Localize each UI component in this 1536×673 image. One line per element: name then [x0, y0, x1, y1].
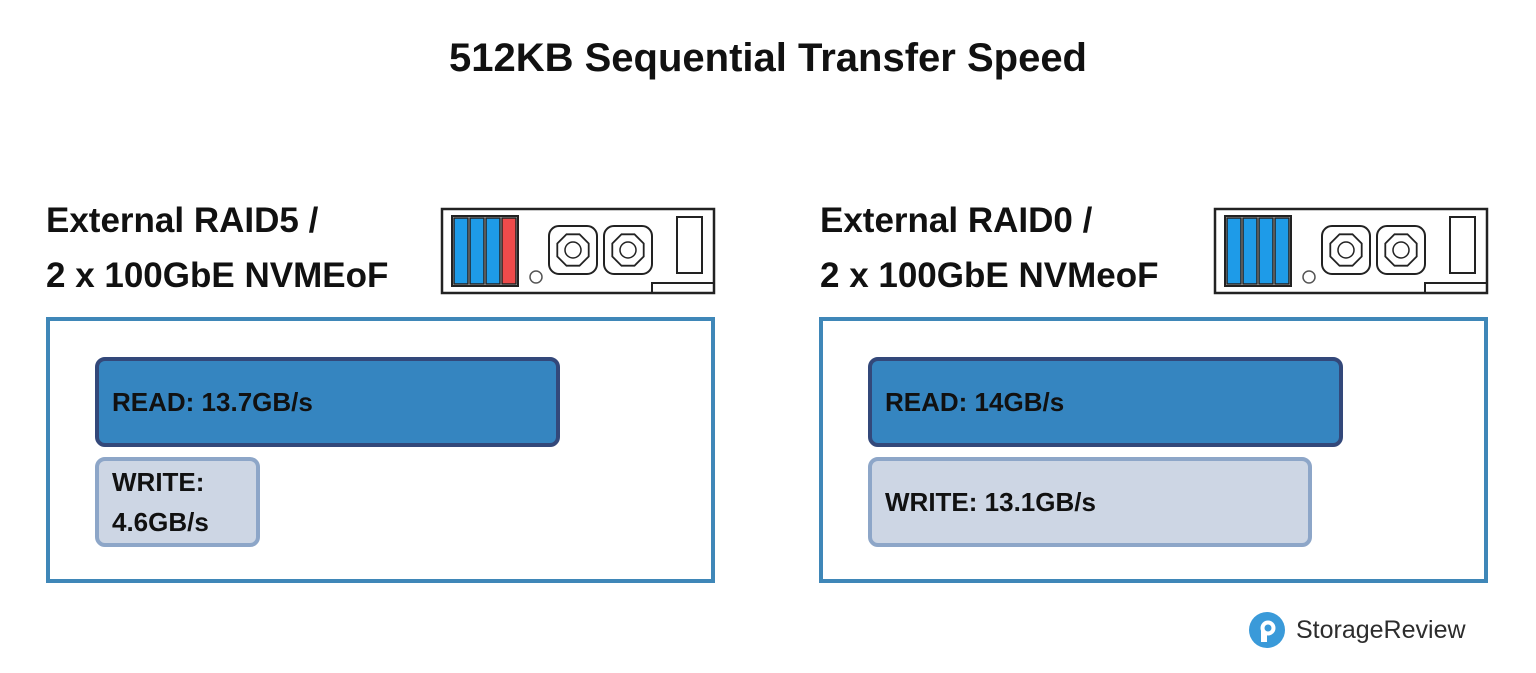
psu-slot	[1449, 216, 1476, 274]
drive-slot	[501, 217, 517, 285]
heading-line: 2 x 100GbE NVMEoF	[46, 256, 389, 295]
chassis-tab	[1424, 282, 1487, 293]
heading-line: 2 x 100GbE NVMeoF	[820, 256, 1159, 295]
drive-slot	[1258, 217, 1274, 285]
storagereview-logo-icon	[1249, 612, 1285, 648]
bar-label-line: WRITE:	[112, 467, 205, 497]
drive-slot	[485, 217, 501, 285]
bar-label: WRITE: 13.1GB/s	[885, 482, 1096, 522]
bar-label: WRITE: 4.6GB/s	[112, 462, 209, 542]
bar-label: READ: 14GB/s	[885, 382, 1064, 422]
panel-heading-raid5: External RAID5 / 2 x 100GbE NVMEoF	[46, 193, 388, 303]
psu-slot	[676, 216, 703, 274]
read-bar: READ: 13.7GB/s	[95, 357, 560, 447]
bar-label-line: READ: 14GB/s	[885, 387, 1065, 417]
panel-heading-raid0: External RAID0 / 2 x 100GbE NVMeoF	[820, 193, 1158, 303]
drive-slot	[469, 217, 485, 285]
fan-hub	[619, 241, 637, 259]
write-bar: WRITE: 13.1GB/s	[868, 457, 1312, 547]
fan-hub	[564, 241, 582, 259]
bar-label-line: 4.6GB/s	[112, 507, 209, 537]
write-bar: WRITE: 4.6GB/s	[95, 457, 260, 547]
status-led-icon	[529, 270, 543, 284]
bar-label-line: WRITE: 13.1GB/s	[885, 487, 1096, 517]
heading-line: External RAID5 /	[46, 201, 319, 240]
drive-slot	[453, 217, 469, 285]
fan-hub	[1337, 241, 1355, 259]
brand-name: StorageReview	[1296, 615, 1466, 644]
status-led-icon	[1302, 270, 1316, 284]
bar-label: READ: 13.7GB/s	[112, 382, 313, 422]
heading-line: External RAID0 /	[820, 201, 1093, 240]
drive-array-icon	[440, 207, 716, 295]
fan-hub	[1392, 241, 1410, 259]
drive-array-icon	[1213, 207, 1489, 295]
read-bar: READ: 14GB/s	[868, 357, 1343, 447]
drive-slot	[1226, 217, 1242, 285]
brand-logo: StorageReview	[1248, 611, 1466, 649]
chassis-tab	[651, 282, 714, 293]
drive-slot	[1242, 217, 1258, 285]
drive-slot	[1274, 217, 1290, 285]
bar-label-line: READ: 13.7GB/s	[112, 387, 313, 417]
chart-title: 512KB Sequential Transfer Speed	[448, 36, 1087, 80]
